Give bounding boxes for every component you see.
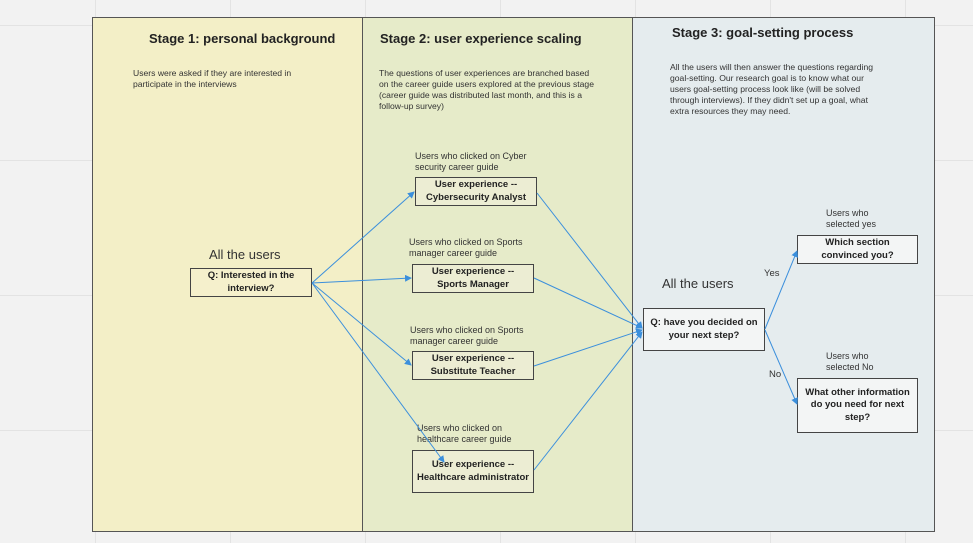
arrow-q1-to-healthcare <box>311 282 445 463</box>
sports-manager-box[interactable]: User experience -- Sports Manager <box>412 264 534 293</box>
yes-users-label: Users who selected yes <box>826 208 877 229</box>
branch-label-cybersecurity: Users who clicked on Cyber security care… <box>415 151 527 172</box>
stage3-title: Stage 3: goal-setting process <box>672 25 854 40</box>
branch-label-sports-manager: Users who clicked on Sports manager care… <box>409 237 523 258</box>
substitute-teacher-box[interactable]: User experience -- Substitute Teacher <box>412 351 534 380</box>
stage3-all-users: All the users <box>662 276 734 291</box>
arrow-healthcare-to-q3 <box>533 331 643 471</box>
stage2-title: Stage 2: user experience scaling <box>380 31 582 46</box>
arrow-cybersecurity-to-q3 <box>536 192 643 329</box>
arrow-q1-to-cybersecurity <box>311 191 415 284</box>
which-section-box[interactable]: Which section convinced you? <box>797 235 918 264</box>
branch-label-substitute-teacher: Users who clicked on Sports manager care… <box>410 325 524 346</box>
cybersecurity-analyst-box[interactable]: User experience -- Cybersecurity Analyst <box>415 177 537 206</box>
branch-label-healthcare: Users who clicked on healthcare career g… <box>417 423 512 444</box>
stage3-description: All the users will then answer the quest… <box>670 62 874 116</box>
arrow-q3-to-no <box>764 329 798 405</box>
no-edge-label: No <box>769 369 782 380</box>
interest-question-box[interactable]: Q: Interested in the interview? <box>190 268 312 297</box>
arrow-q1-to-sports <box>311 274 412 284</box>
arrow-sports-to-q3 <box>533 277 643 329</box>
healthcare-administrator-box[interactable]: User experience -- Healthcare administra… <box>412 450 534 493</box>
yes-edge-label: Yes <box>764 268 780 279</box>
arrow-q3-to-yes <box>764 250 798 330</box>
next-step-question-box[interactable]: Q: have you decided on your next step? <box>643 308 765 351</box>
stage1-title: Stage 1: personal background <box>149 31 336 46</box>
stage1-description: Users were asked if they are interested … <box>133 68 292 89</box>
other-information-box[interactable]: What other information do you need for n… <box>797 378 918 433</box>
stage2-description: The questions of user experiences are br… <box>379 68 594 111</box>
arrow-q1-to-substitute <box>311 282 412 366</box>
no-users-label: Users who selected No <box>826 351 874 372</box>
stage3-column <box>632 17 935 532</box>
stage1-all-users: All the users <box>209 247 281 262</box>
arrow-substitute-to-q3 <box>533 328 643 367</box>
